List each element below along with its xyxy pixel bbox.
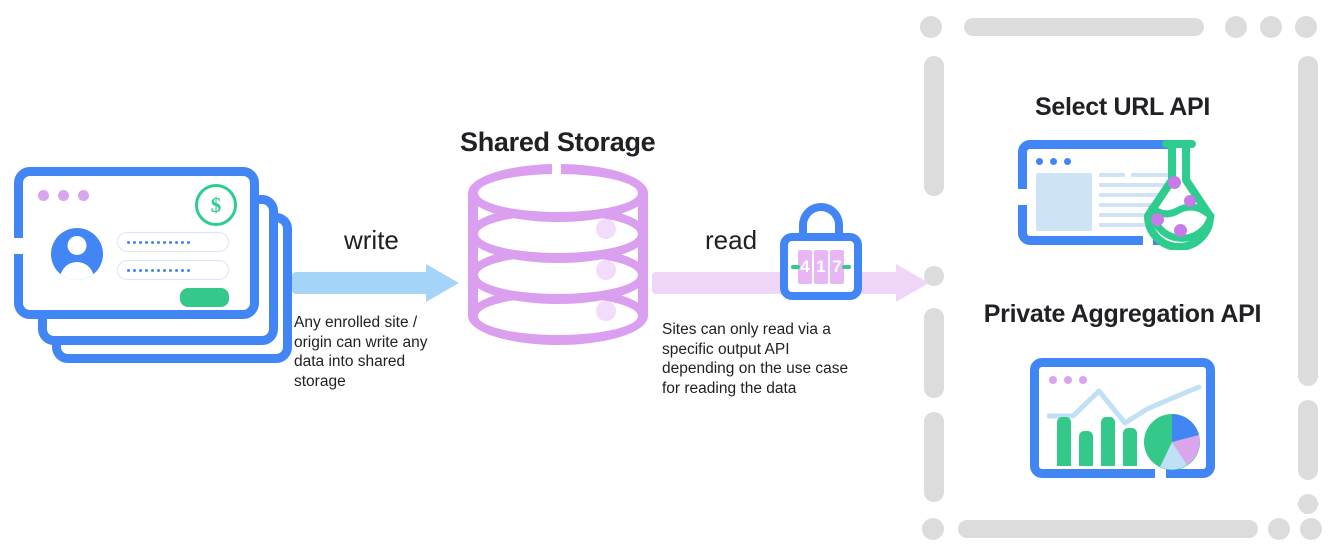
flask-bubble [1168,176,1181,189]
write-caption: Any enrolled site / origin can write any… [294,314,428,390]
lock-dial-2: 1 [814,249,828,284]
db-top-notch [552,163,561,177]
panel-border-dash [1298,400,1318,480]
window-dots [1049,376,1087,384]
flask-bubble [1151,213,1164,226]
dashboard-window [1030,358,1215,478]
db-body [468,192,648,316]
panel-border-dash [924,412,944,502]
card-front: $ [14,167,259,319]
panel-border-dot [1300,518,1322,540]
bar [1123,428,1137,466]
shared-storage-title: Shared Storage [460,127,656,157]
panel-border-dash [924,56,944,196]
db-indicator-3 [596,301,616,321]
panel-border-dot [1260,16,1282,38]
dashboard-charts-icon [1030,358,1218,480]
panel-border-dot [1268,518,1290,540]
padlock-dash-right [842,264,851,269]
panel-border-dot [1225,16,1247,38]
padlock-dash-left [791,264,800,269]
window-dots [1036,158,1071,165]
panel-border-dot [920,16,942,38]
panel-border-dash [958,520,1258,538]
panel-border-dot [1295,16,1317,38]
password-field-2[interactable] [117,260,229,280]
flask-bubble [1174,224,1187,237]
panel-border-dash [1298,56,1318,386]
lock-dial-3: 7 [830,249,844,284]
lock-dial-1: 4 [798,249,812,284]
source-sites-icon: $ [14,167,292,367]
database-cylinder-icon [468,163,648,345]
read-label: read [705,225,758,255]
read-caption: Sites can only read via a specific outpu… [662,321,849,397]
write-arrow [292,264,462,302]
panel-border-dot [1298,494,1318,514]
user-avatar-icon [51,228,103,280]
window-dots [38,190,89,201]
padlock-icon: 4 1 7 [780,203,862,300]
panel-border-dash [924,308,944,398]
panel-border-dot [922,518,944,540]
panel-border-dash [964,18,1204,36]
bar [1057,417,1071,466]
padlock-shackle [799,203,843,247]
db-indicator-2 [596,260,616,280]
password-field-1[interactable] [117,232,229,252]
panel-border-dot [924,266,944,286]
pie-chart [1144,414,1200,470]
browser-flask-icon [1018,140,1232,250]
private-aggregation-api-title: Private Aggregation API [983,300,1262,328]
dollar-badge-icon: $ [195,184,237,226]
flask-bubble [1184,195,1196,207]
bar [1101,417,1115,466]
padlock-body: 4 1 7 [780,233,862,300]
write-label: write [344,225,399,255]
select-url-api-title: Select URL API [1034,93,1211,121]
line-chart [1047,384,1202,426]
db-indicator-1 [596,219,616,239]
content-block [1036,173,1092,231]
card-notch [14,238,23,254]
output-apis-panel: Select URL API [920,8,1325,546]
submit-button[interactable] [180,288,229,307]
dollar-glyph: $ [210,192,222,217]
bar [1079,431,1093,466]
